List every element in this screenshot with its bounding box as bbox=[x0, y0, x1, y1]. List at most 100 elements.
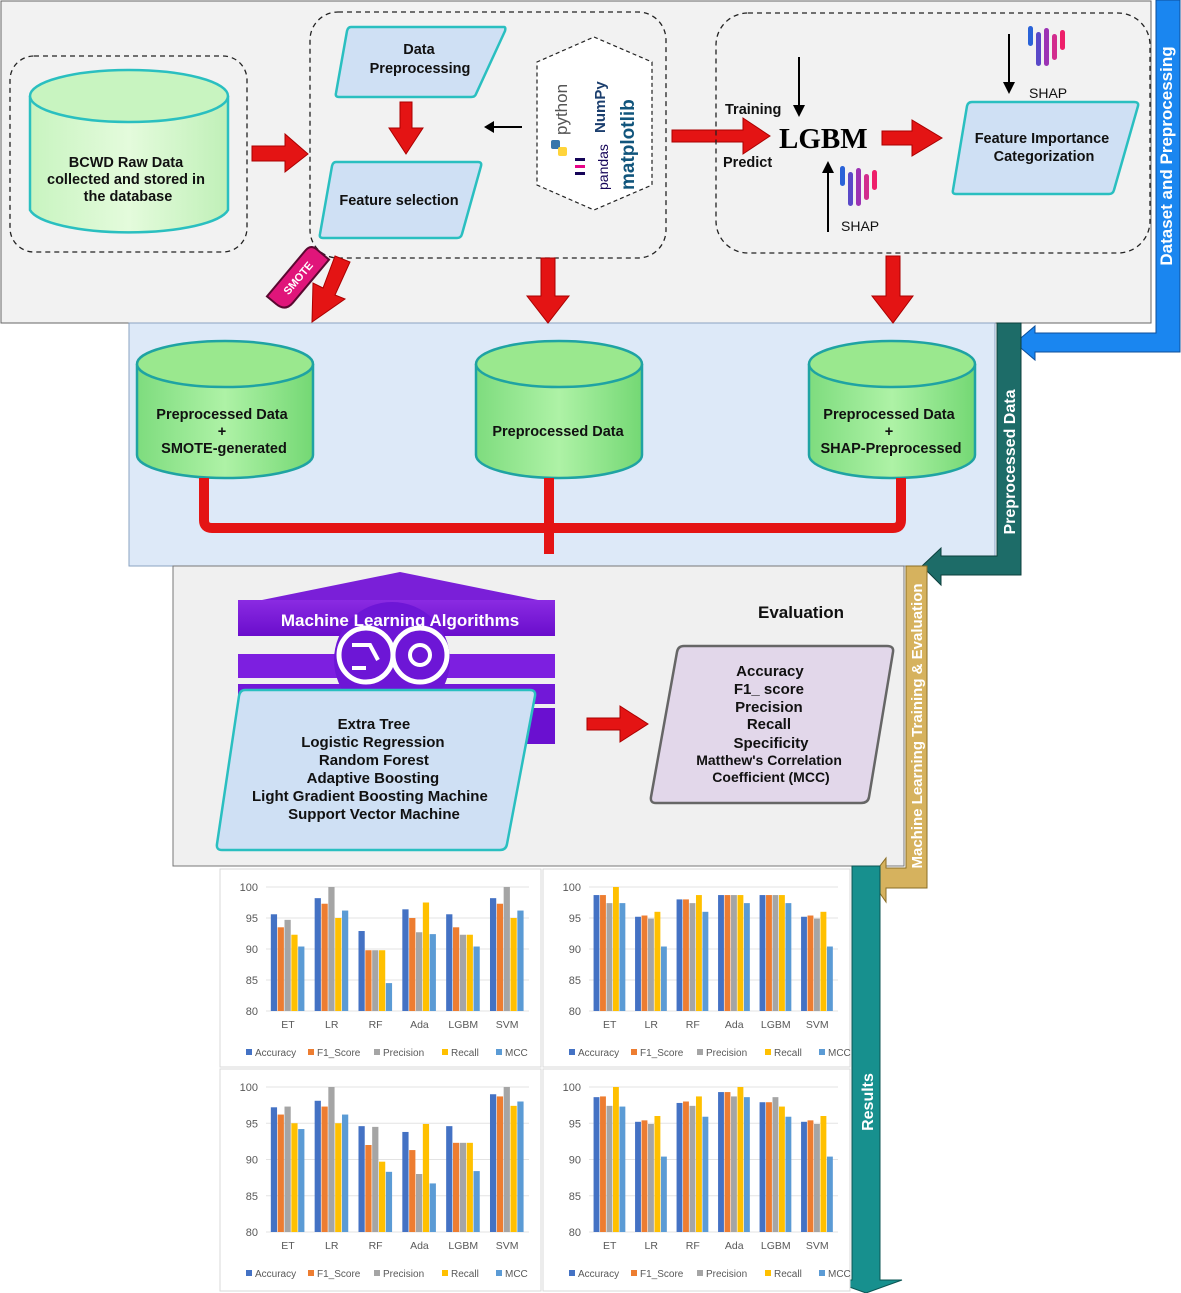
x-tick-label: Ada bbox=[725, 1019, 744, 1031]
dataset-shap-line-1: Preprocessed Data bbox=[823, 407, 955, 423]
legend-swatch bbox=[765, 1270, 771, 1276]
bar bbox=[820, 911, 827, 1011]
y-tick-label: 90 bbox=[246, 1155, 258, 1167]
bar bbox=[718, 895, 724, 1011]
legend-swatch bbox=[246, 1049, 252, 1055]
bar bbox=[489, 898, 497, 1011]
merge-connector bbox=[199, 478, 906, 554]
side-label-results: Results bbox=[860, 1073, 877, 1131]
legend-label: Precision bbox=[383, 1269, 424, 1280]
bar bbox=[385, 983, 393, 1011]
dataset-shap-line-2: + bbox=[885, 424, 893, 440]
bar bbox=[510, 918, 517, 1011]
bar bbox=[718, 1092, 724, 1232]
bar bbox=[743, 903, 750, 1011]
svg-text:Matthew's Correlation Coef: Matthew's Correlation Coefficient (MCC) bbox=[696, 752, 846, 785]
bar bbox=[473, 1171, 480, 1232]
arrow-algorithms-to-evaluation bbox=[586, 705, 649, 743]
y-tick-label: 85 bbox=[246, 975, 258, 987]
y-tick-label: 90 bbox=[246, 944, 258, 956]
metric-item: F1_ score bbox=[734, 681, 804, 698]
bar bbox=[772, 1097, 779, 1232]
feature-importance-box bbox=[951, 100, 1140, 196]
bar bbox=[335, 918, 342, 1011]
raw-data-line-2: collected and stored in bbox=[47, 172, 205, 188]
legend-swatch bbox=[246, 1270, 252, 1276]
legend-label: MCC bbox=[828, 1269, 851, 1280]
bar bbox=[807, 1120, 814, 1232]
bar bbox=[365, 950, 372, 1011]
arrow-to-dataset-shap bbox=[870, 255, 914, 324]
algorithms-box bbox=[215, 688, 537, 852]
side-label-preprocessed: Preprocessed Data bbox=[1002, 389, 1019, 534]
bar bbox=[321, 1106, 328, 1232]
bar bbox=[648, 1123, 654, 1232]
bar bbox=[517, 910, 524, 1011]
data-preprocessing-line-2: Preprocessing bbox=[370, 61, 471, 77]
bar bbox=[606, 1105, 613, 1232]
y-tick-label: 95 bbox=[569, 1118, 581, 1130]
bar bbox=[270, 914, 278, 1011]
bar bbox=[641, 1120, 648, 1232]
legend-label: MCC bbox=[505, 1269, 528, 1280]
dataset-cylinder-shap bbox=[807, 339, 977, 480]
y-tick-label: 80 bbox=[569, 1227, 581, 1239]
bar bbox=[619, 903, 626, 1011]
bar bbox=[689, 1105, 696, 1232]
legend-swatch bbox=[308, 1270, 314, 1276]
bar bbox=[277, 1114, 284, 1232]
bar bbox=[291, 934, 298, 1011]
legend-label: MCC bbox=[505, 1048, 528, 1059]
bar bbox=[415, 1174, 423, 1232]
bar bbox=[459, 934, 467, 1011]
bar bbox=[328, 1087, 335, 1232]
bar bbox=[695, 1096, 702, 1232]
legend-label: Recall bbox=[451, 1269, 479, 1280]
bar bbox=[342, 910, 349, 1011]
arrow-to-dataset-smote bbox=[311, 255, 351, 323]
x-tick-label: ET bbox=[603, 1240, 617, 1252]
feature-importance-line-2: Categorization bbox=[994, 149, 1095, 165]
bar bbox=[402, 909, 409, 1011]
bar bbox=[635, 916, 641, 1011]
shap-bar bbox=[872, 170, 877, 190]
y-tick-label: 100 bbox=[240, 1082, 258, 1094]
x-tick-label: LGBM bbox=[448, 1240, 478, 1252]
shap-bar bbox=[848, 172, 853, 206]
algorithm-item: Random Forest bbox=[319, 752, 429, 769]
svg-text:Preprocessed Data + SH: Preprocessed Data + SHAP-Preprocessed bbox=[820, 407, 961, 457]
bar bbox=[446, 1126, 453, 1232]
legend-label: Recall bbox=[451, 1048, 479, 1059]
shap-icon-top bbox=[1028, 26, 1065, 66]
legend-label: Accuracy bbox=[578, 1048, 619, 1059]
bar bbox=[496, 1096, 504, 1232]
x-tick-label: RF bbox=[686, 1240, 700, 1252]
legend-swatch bbox=[496, 1270, 502, 1276]
y-tick-label: 90 bbox=[569, 944, 581, 956]
legend-label: Precision bbox=[706, 1048, 747, 1059]
x-tick-label: Ada bbox=[410, 1019, 429, 1031]
dataset-shap-line-3: SHAP-Preprocessed bbox=[820, 441, 961, 457]
bar bbox=[452, 1142, 460, 1232]
bar bbox=[510, 1105, 517, 1232]
shap-bar bbox=[1036, 32, 1041, 66]
x-tick-label: SVM bbox=[496, 1019, 519, 1031]
bar bbox=[298, 946, 305, 1011]
bar bbox=[284, 919, 291, 1011]
lib-matplotlib: matplotlib bbox=[618, 99, 639, 190]
metric-item: Precision bbox=[735, 699, 803, 716]
arrow-to-dataset-preprocessed bbox=[525, 257, 571, 324]
x-tick-label: Ada bbox=[410, 1240, 429, 1252]
bar bbox=[724, 1092, 731, 1232]
bar bbox=[619, 1106, 626, 1232]
bar bbox=[600, 1096, 606, 1232]
bar bbox=[737, 1087, 744, 1232]
legend-swatch bbox=[374, 1049, 380, 1055]
bar bbox=[702, 911, 709, 1011]
side-label-dataset: Dataset and Preprocessing bbox=[1157, 46, 1176, 265]
legend-swatch bbox=[819, 1049, 825, 1055]
bar bbox=[695, 895, 702, 1011]
